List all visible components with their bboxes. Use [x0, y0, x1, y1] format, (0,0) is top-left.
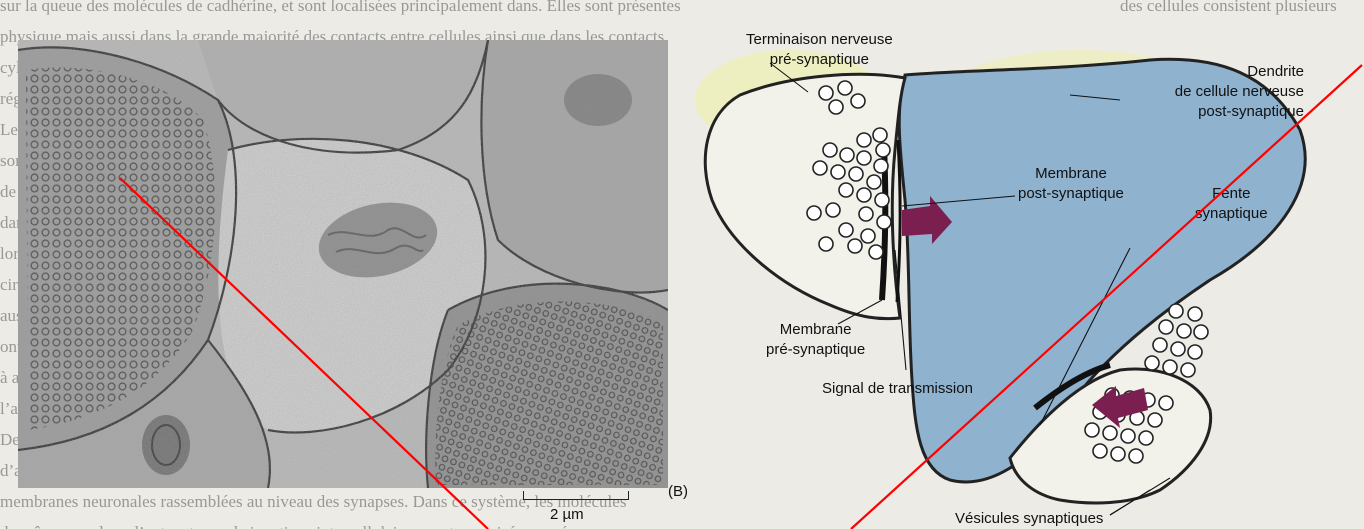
label-postsynaptic-membrane-line1: Membrane: [1018, 164, 1124, 184]
label-presynaptic-membrane: Membrane pré-synaptique: [766, 320, 865, 360]
label-synaptic-cleft-line1: Fente: [1195, 184, 1268, 204]
label-postsynaptic-membrane-line2: post-synaptique: [1018, 184, 1124, 204]
label-presynaptic-terminal-line2: pré-synaptique: [746, 50, 893, 70]
label-dendrite-line2: de cellule nerveuse: [1122, 82, 1304, 102]
label-transmission-signal: Signal de transmission: [822, 379, 973, 399]
label-presynaptic-membrane-line2: pré-synaptique: [766, 340, 865, 360]
label-synaptic-cleft-line2: synaptique: [1195, 204, 1268, 224]
label-synaptic-cleft: Fente synaptique: [1195, 184, 1268, 224]
label-postsynaptic-membrane: Membrane post-synaptique: [1018, 164, 1124, 204]
label-presynaptic-terminal-line1: Terminaison nerveuse: [746, 30, 893, 50]
label-synaptic-vesicles: Vésicules synaptiques: [955, 509, 1103, 529]
label-presynaptic-membrane-line1: Membrane: [766, 320, 865, 340]
label-dendrite-line1: Dendrite: [1122, 62, 1304, 82]
label-dendrite-line3: post-synaptique: [1122, 102, 1304, 122]
label-presynaptic-terminal: Terminaison nerveuse pré-synaptique: [746, 30, 893, 70]
label-dendrite: Dendrite de cellule nerveuse post-synapt…: [1122, 62, 1304, 122]
